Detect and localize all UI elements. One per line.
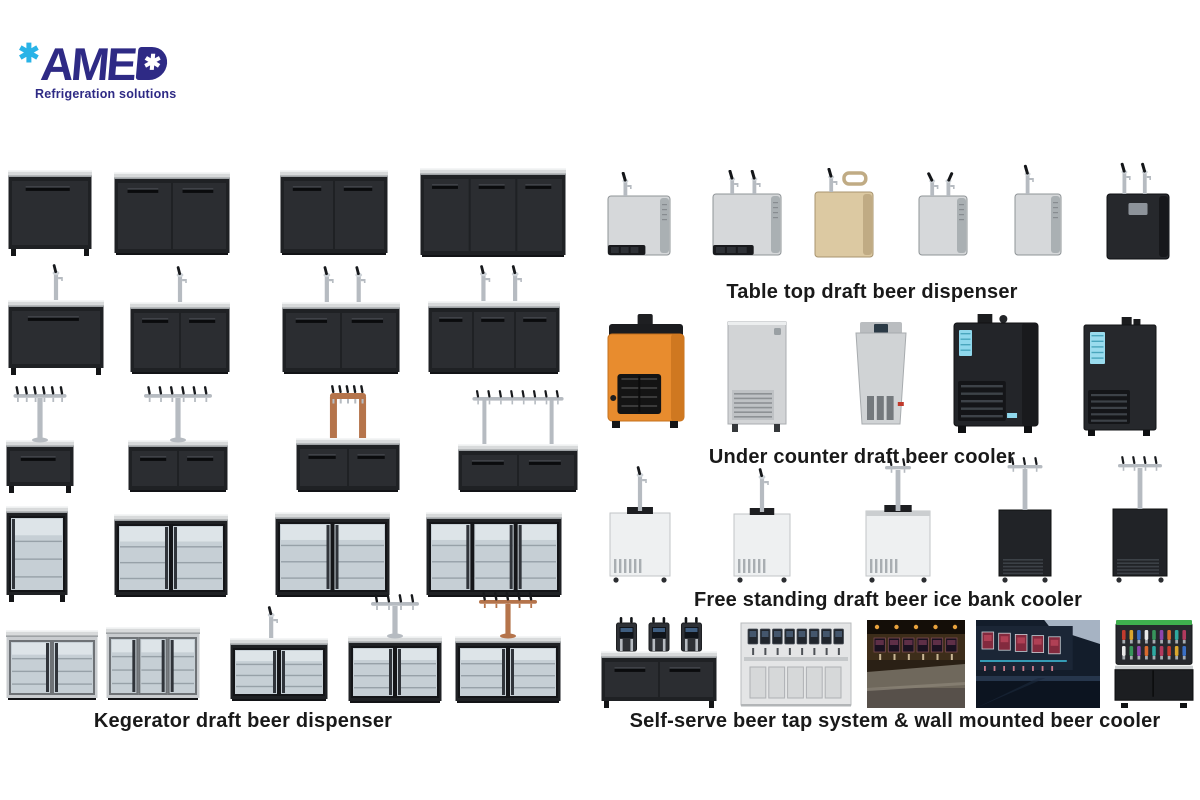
product-glass-kegerator-silver-tree-tower [348, 594, 442, 704]
icebank-cooler-white-1-tap-image [609, 466, 671, 583]
backbar-cooler-1-door-image [8, 170, 92, 256]
kegerator-tree-tower-1-door-image [6, 386, 74, 493]
product-undercounter-cooler-orange [604, 314, 688, 428]
kegerator-1-door-1-tap-image [8, 264, 104, 375]
tabletop-dispenser-2-tap-image [712, 170, 782, 256]
product-kegerator-2-door-2-tap [282, 266, 400, 375]
kegerator-2-door-2-tap-image [282, 266, 400, 374]
product-bar-tap-wall-photo [867, 620, 965, 708]
product-undercounter-cooler-tapered [846, 320, 916, 430]
kegerator-copper-tower-2-door-image [296, 385, 400, 492]
self-serve-counter-3-stations-image [601, 617, 717, 708]
product-undercounter-cooler-black [950, 314, 1042, 433]
product-glass-kegerator-1-tap [230, 606, 328, 702]
icebank-cooler-white-2-tap-image [865, 458, 931, 583]
glass-kegerator-1-tap-image [230, 606, 328, 701]
product-tabletop-dispenser-2-tap [710, 170, 784, 258]
tabletop-dispenser-black-image [1106, 162, 1170, 260]
glass-kegerator-silver-tree-tower-image [348, 594, 442, 703]
icebank-cooler-black-3-tap-image [998, 457, 1052, 583]
kegerator-3-door-2-tap-image [428, 265, 560, 374]
caption-undercounter-group: Under counter draft beer cooler [708, 446, 1016, 468]
glass-door-backbar-3-door-image [426, 512, 562, 597]
product-tabletop-dispenser-carry-handle [812, 168, 876, 260]
product-undercounter-cooler-stainless [722, 318, 792, 432]
tabletop-dispenser-1-tap-image [607, 172, 671, 256]
kegerator-tree-tower-2-door-image [128, 386, 228, 492]
brand-tagline: Refrigeration solutions [35, 86, 177, 101]
tabletop-dispenser-slim-image [1014, 164, 1062, 256]
undercounter-cooler-stainless-image [727, 321, 787, 432]
product-tabletop-dispenser-slim [1012, 162, 1064, 258]
product-kegerator-copper-tower-2-door [296, 384, 400, 493]
brand-row: ✱ AMED✱ [18, 38, 176, 90]
undercounter-cooler-black-tall-image [1083, 317, 1157, 436]
wall-mounted-dispenser-photo-image [976, 620, 1100, 708]
product-icebank-cooler-white-1-tap [604, 462, 676, 583]
product-glass-door-backbar-1-door [6, 506, 68, 602]
product-kegerator-tree-tower-2-door [128, 386, 228, 493]
product-glass-door-backbar-3-door [426, 512, 562, 598]
product-tabletop-dispenser-twin-tap [916, 172, 970, 258]
glass-door-backbar-2-door-image [114, 514, 228, 597]
product-kegerator-bridge-tower-2-door [458, 390, 578, 493]
icebank-cooler-black-4-tap-image [1112, 456, 1168, 583]
product-undercounter-cooler-black-tall [1078, 317, 1162, 436]
undercounter-cooler-black-image [953, 314, 1039, 433]
glass-door-backbar-1-door-image [6, 506, 68, 602]
product-kegerator-2-door-1-tap [130, 266, 230, 375]
product-backbar-cooler-1-door [8, 170, 92, 256]
caption-kegerator-group: Kegerator draft beer dispenser [93, 710, 393, 732]
backbar-cooler-2-door-image [114, 172, 230, 255]
product-icebank-cooler-white-2-tap [860, 458, 936, 583]
product-tabletop-dispenser-black [1104, 160, 1172, 262]
stainless-glass-backbar-2-door-image [6, 630, 98, 700]
kegerator-2-door-1-tap-image [130, 266, 230, 374]
product-icebank-cooler-white-1-tap-b [728, 464, 796, 583]
product-wall-mounted-dispenser-photo [976, 620, 1100, 708]
product-glass-kegerator-copper-tree-tower [455, 592, 561, 704]
caption-freestanding-group: Free standing draft beer ice bank cooler [693, 589, 1083, 611]
product-icebank-cooler-black-4-tap [1107, 456, 1173, 583]
product-glass-door-backbar-2-door [114, 514, 228, 598]
product-kegerator-1-door-1-tap [8, 264, 104, 375]
product-stainless-glass-backbar-3-door [106, 627, 200, 701]
undercounter-cooler-tapered-image [855, 322, 907, 425]
snowflake-icon: ✱ [18, 38, 40, 68]
product-self-serve-counter-3-stations [601, 617, 717, 708]
glass-kegerator-copper-tree-tower-image [455, 592, 561, 703]
bar-tap-wall-photo-image [867, 620, 965, 708]
product-backbar-cooler-2-door-wide [280, 170, 388, 256]
product-icebank-cooler-black-3-tap [993, 457, 1057, 583]
glass-door-backbar-2-door-wide-image [275, 512, 390, 597]
multi-tap-display-cooler-image [1114, 620, 1194, 708]
icebank-cooler-white-1-tap-b-image [733, 468, 791, 583]
product-glass-door-backbar-2-door-wide [275, 512, 390, 598]
product-kegerator-tree-tower-1-door [6, 386, 74, 493]
caption-tabletop-group: Table top draft beer dispenser [726, 281, 1018, 303]
undercounter-cooler-orange-image [607, 314, 685, 428]
kegerator-bridge-tower-2-door-image [458, 390, 578, 492]
caption-selfserve-group: Self-serve beer tap system & wall mounte… [629, 710, 1161, 732]
product-self-serve-tap-wall-panel [740, 619, 852, 709]
tabletop-dispenser-carry-handle-image [814, 168, 874, 258]
tabletop-dispenser-twin-tap-image [918, 172, 968, 256]
product-backbar-cooler-3-door [420, 168, 566, 258]
product-stainless-glass-backbar-2-door [6, 630, 98, 701]
product-tabletop-dispenser-1-tap [605, 172, 673, 258]
product-kegerator-3-door-2-tap [428, 265, 560, 375]
backbar-cooler-2-door-wide-image [280, 170, 388, 255]
product-multi-tap-display-cooler [1113, 614, 1195, 708]
backbar-cooler-3-door-image [420, 168, 566, 257]
product-backbar-cooler-2-door [114, 172, 230, 256]
self-serve-tap-wall-panel-image [740, 622, 852, 707]
stainless-glass-backbar-3-door-image [106, 627, 200, 700]
amed-logo: ✱ AMED✱ Refrigeration solutions [18, 38, 177, 101]
